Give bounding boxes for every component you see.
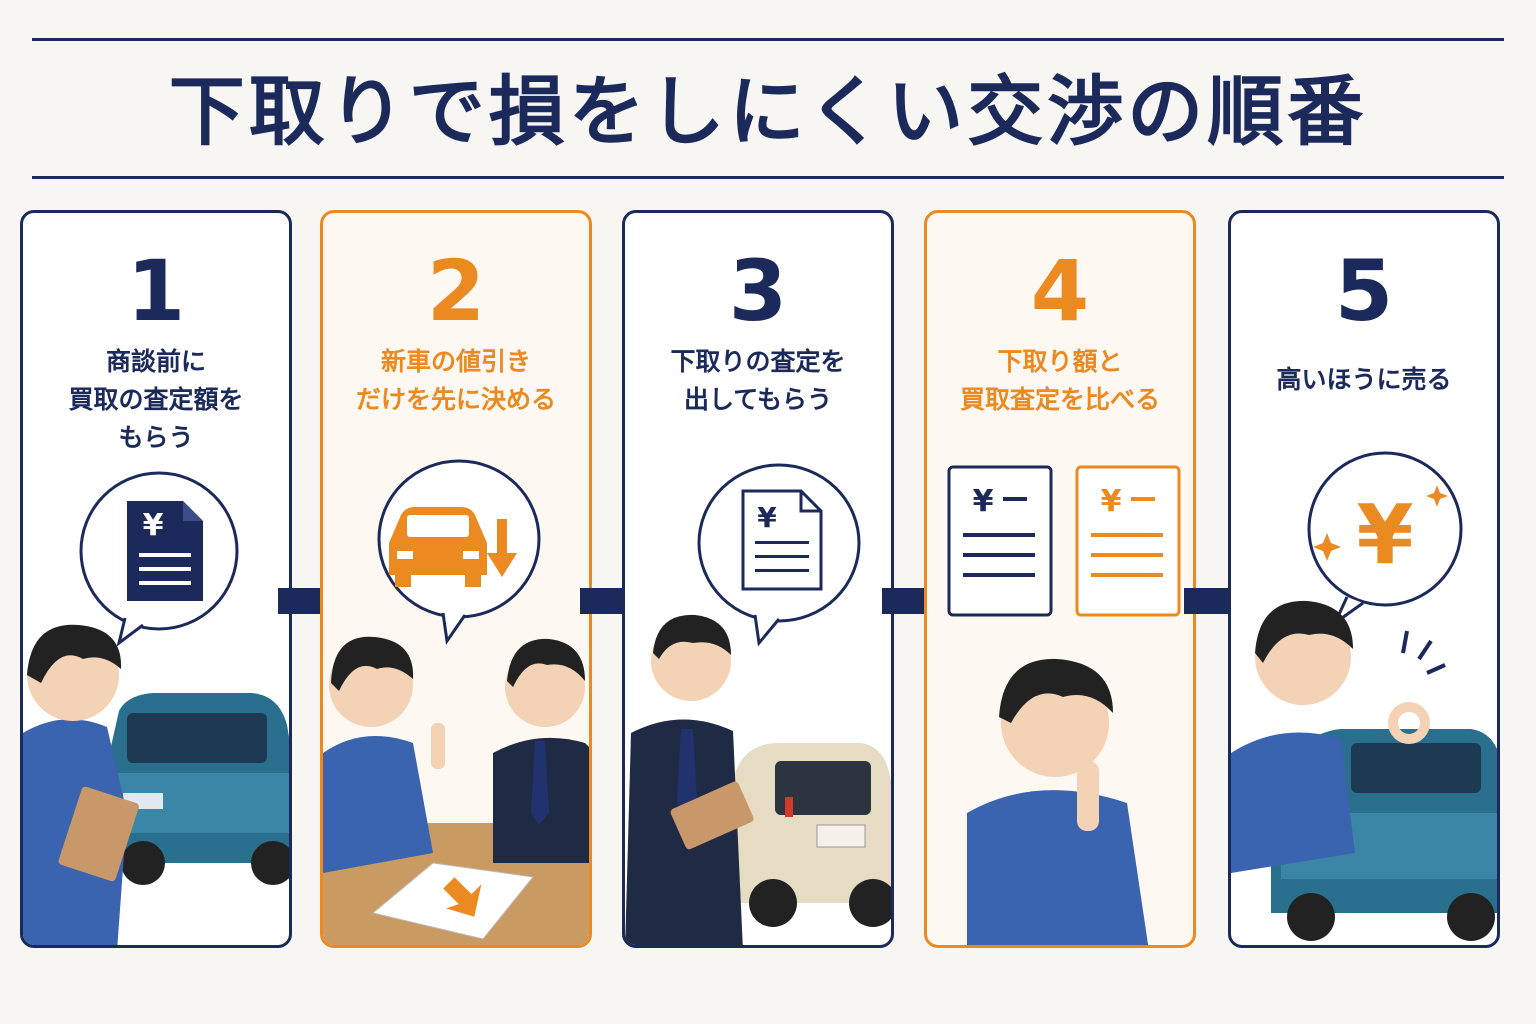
step-5-illustration: ¥ [1231,451,1497,941]
step-description: 下取り額と 買取査定を比べる [959,347,1160,414]
bottom-rule [32,176,1504,179]
svg-text:¥: ¥ [143,508,164,543]
step-description: 新車の値引き だけを先に決める [355,347,556,414]
step-card-1: ¥ 1 商談前に 買取の査定額を もらう [20,210,292,948]
beige-car [735,743,891,927]
svg-text:¥: ¥ [973,484,994,519]
blue-car [105,693,289,885]
salesperson [493,638,589,863]
customer [323,636,445,873]
inspector [625,614,754,945]
svg-text:¥: ¥ [757,501,777,534]
top-rule [32,38,1504,41]
step-card-2: 2 新車の値引き だけを先に決める [320,210,592,948]
svg-text:¥: ¥ [1356,488,1413,583]
step-number: 2 [426,242,486,340]
step-number: 3 [728,242,788,340]
buyer-document-icon: ¥ [1075,465,1181,617]
yen-document-icon: ¥ [127,501,203,601]
trade-in-document-icon: ¥ [947,465,1053,617]
step-2-illustration [323,459,589,945]
step-3-illustration: ¥ [625,463,891,945]
step-card-5: ¥ 5 高いほうに売る [1228,210,1500,948]
page-title: 下取りで損をしにくい交渉の順番 [168,67,1368,156]
step-number: 4 [1030,242,1090,340]
happy-person [1231,600,1446,873]
yen-document-outline-icon: ¥ [741,489,823,591]
thinking-person [967,658,1149,945]
car-price-down-icon [389,507,517,587]
price-sheet [371,862,534,940]
step-card-3: ¥ 3 下取りの査定を 出してもらう [622,210,894,948]
step-description: 高いほうに売る [1276,365,1452,394]
yen-sparkle-icon: ¥ [1313,485,1448,583]
step-4-illustration: ¥ ¥ [947,465,1181,945]
step-number: 5 [1334,242,1394,340]
svg-text:¥: ¥ [1101,484,1122,519]
step-description: 商談前に 買取の査定額を もらう [68,347,244,452]
person [23,624,139,945]
step-1-illustration: ¥ [23,471,289,945]
step-description: 下取りの査定を 出してもらう [670,347,846,414]
step-number: 1 [126,242,186,340]
step-card-4: ¥ ¥ 4 下取り額と 買取査定を比べる [924,210,1196,948]
